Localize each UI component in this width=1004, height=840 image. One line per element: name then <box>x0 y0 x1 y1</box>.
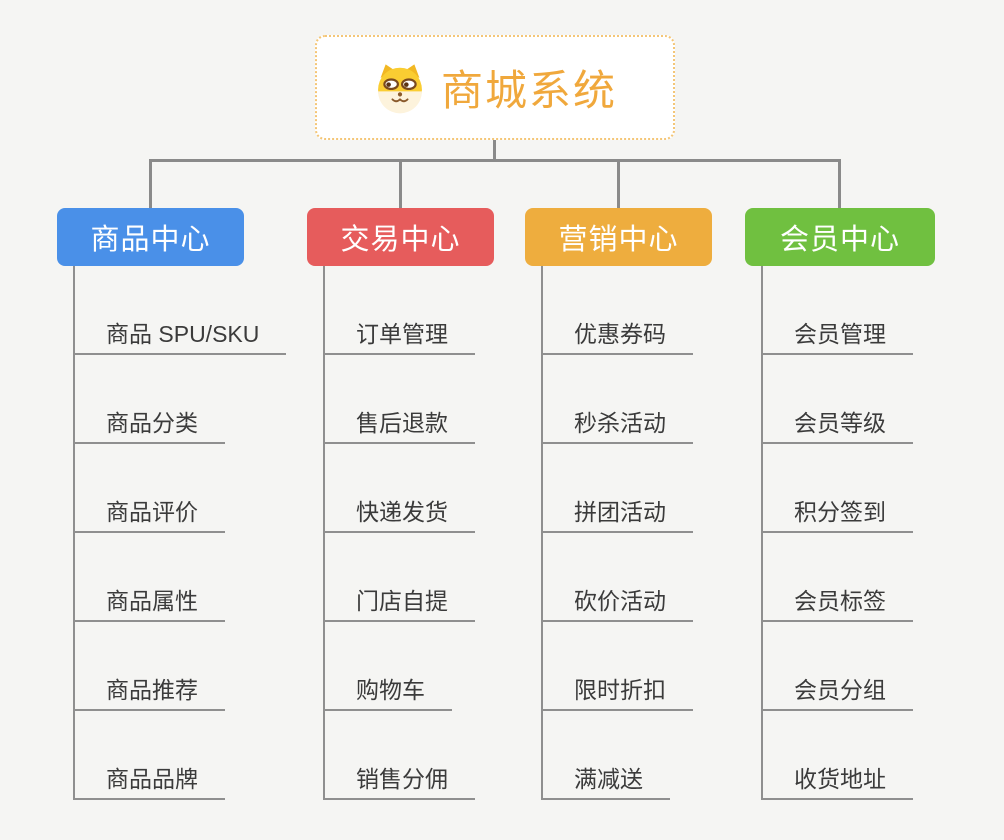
root-title: 商城系统 <box>440 67 617 114</box>
branch-child-line <box>323 266 325 800</box>
branch-items: 商品 SPU/SKU 商品分类 商品评价 商品属性 商品推荐 商品品牌 <box>73 266 287 800</box>
node-item[interactable]: 优惠券码 <box>541 321 693 355</box>
branch-header-trade[interactable]: 交易中心 <box>307 208 494 266</box>
node-item[interactable]: 商品 SPU/SKU <box>73 321 287 355</box>
branch-label: 营销中心 <box>558 224 679 256</box>
branch-header-marketing[interactable]: 营销中心 <box>525 208 712 266</box>
branch-items: 会员管理 会员等级 积分签到 会员标签 会员分组 收货地址 <box>761 266 913 800</box>
branch-trade-center: 交易中心 订单管理 售后退款 快递发货 门店自提 购物车 销售分佣 <box>307 208 494 800</box>
node-item[interactable]: 购物车 <box>323 677 452 711</box>
node-item[interactable]: 门店自提 <box>323 588 475 622</box>
root-node[interactable]: 商城系统 <box>315 35 675 140</box>
node-item[interactable]: 积分签到 <box>761 499 913 533</box>
branch-label: 交易中心 <box>340 224 461 256</box>
node-item[interactable]: 限时折扣 <box>541 677 693 711</box>
node-item[interactable]: 商品属性 <box>73 588 225 622</box>
branch-child-line <box>761 266 763 800</box>
connector-drop-member <box>838 159 841 210</box>
shiba-dog-icon <box>373 62 427 114</box>
node-item[interactable]: 商品评价 <box>73 499 225 533</box>
node-item[interactable]: 会员分组 <box>761 677 913 711</box>
node-item[interactable]: 会员等级 <box>761 410 913 444</box>
connector-root-stub <box>493 139 496 162</box>
connector-drop-marketing <box>617 159 620 210</box>
branch-items: 优惠券码 秒杀活动 拼团活动 砍价活动 限时折扣 满减送 <box>541 266 693 800</box>
node-item[interactable]: 商品品牌 <box>73 766 225 800</box>
connector-drop-trade <box>399 159 402 210</box>
node-item[interactable]: 售后退款 <box>323 410 475 444</box>
branch-label: 会员中心 <box>779 224 900 256</box>
branch-header-member[interactable]: 会员中心 <box>745 208 935 266</box>
node-item[interactable]: 收货地址 <box>761 766 913 800</box>
node-item[interactable]: 会员标签 <box>761 588 913 622</box>
connector-horizontal <box>149 159 841 162</box>
node-item[interactable]: 快递发货 <box>323 499 475 533</box>
node-item[interactable]: 拼团活动 <box>541 499 693 533</box>
branch-child-line <box>73 266 75 800</box>
node-item[interactable]: 商品分类 <box>73 410 225 444</box>
node-item[interactable]: 秒杀活动 <box>541 410 693 444</box>
branch-label: 商品中心 <box>90 224 211 256</box>
branch-child-line <box>541 266 543 800</box>
node-item[interactable]: 商品推荐 <box>73 677 225 711</box>
branch-items: 订单管理 售后退款 快递发货 门店自提 购物车 销售分佣 <box>323 266 475 800</box>
node-item[interactable]: 销售分佣 <box>323 766 475 800</box>
branch-marketing-center: 营销中心 优惠券码 秒杀活动 拼团活动 砍价活动 限时折扣 满减送 <box>525 208 712 800</box>
node-item[interactable]: 满减送 <box>541 766 670 800</box>
node-item[interactable]: 会员管理 <box>761 321 913 355</box>
node-item[interactable]: 订单管理 <box>323 321 475 355</box>
branch-header-product[interactable]: 商品中心 <box>57 208 244 266</box>
branch-product-center: 商品中心 商品 SPU/SKU 商品分类 商品评价 商品属性 商品推荐 商品品牌 <box>57 208 287 800</box>
branch-member-center: 会员中心 会员管理 会员等级 积分签到 会员标签 会员分组 收货地址 <box>745 208 935 800</box>
node-item[interactable]: 砍价活动 <box>541 588 693 622</box>
connector-drop-product <box>149 159 152 210</box>
